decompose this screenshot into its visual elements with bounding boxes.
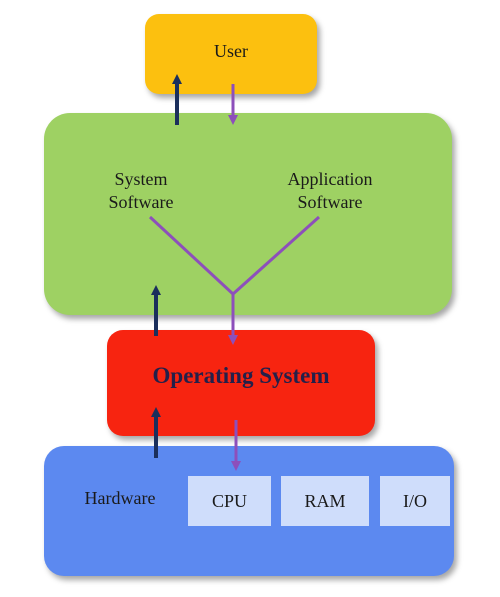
- operating-system-box: [107, 330, 375, 436]
- io-box: I/O: [380, 476, 450, 526]
- hardware-label: Hardware: [84, 488, 156, 508]
- system-software-label: System Software: [108, 169, 174, 212]
- io-label: I/O: [403, 490, 427, 511]
- operating-system-label: Operating System: [152, 363, 330, 388]
- user-label: User: [214, 41, 248, 61]
- cpu-box: CPU: [188, 476, 271, 526]
- ram-label: RAM: [304, 490, 346, 511]
- cpu-label: CPU: [211, 490, 247, 511]
- software-layer-box: [44, 113, 452, 315]
- application-software-label: Application Software: [287, 169, 373, 212]
- ram-box: RAM: [281, 476, 369, 526]
